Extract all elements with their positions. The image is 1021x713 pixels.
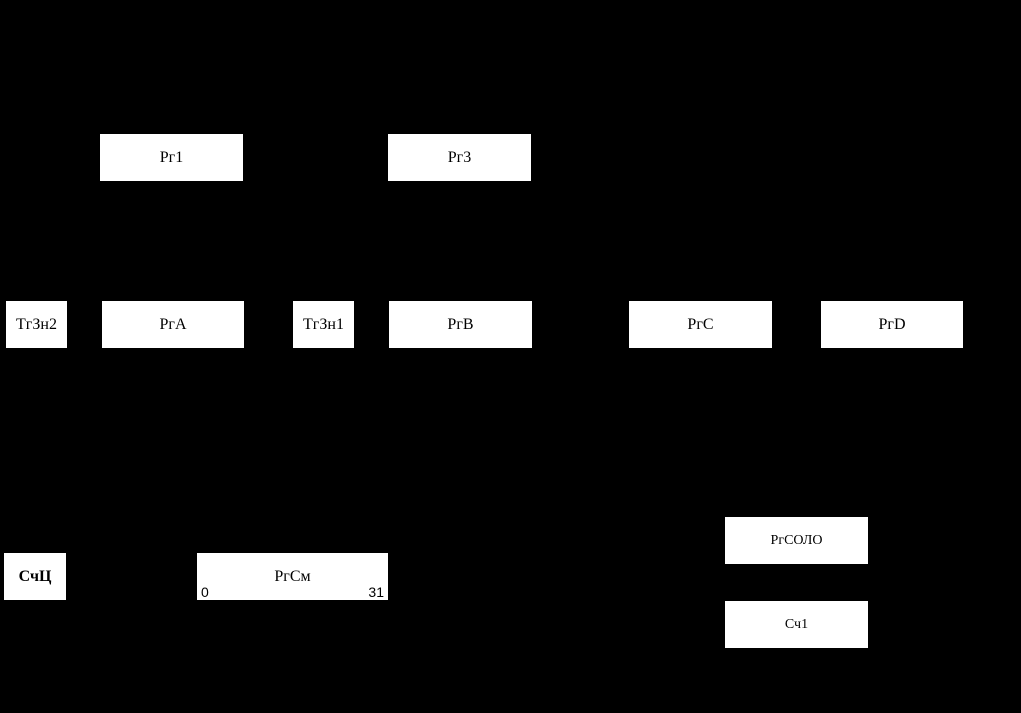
trigger-trz1-block: ТгЗн1 [293, 301, 354, 348]
counter-sch1-block: Сч1 [725, 601, 868, 648]
register-prc-label: РгC [687, 315, 714, 333]
register-prc-block: РгC [629, 301, 772, 348]
counter-sch-label: СчЦ [18, 567, 52, 585]
register-pr1-block: Рг1 [100, 134, 243, 181]
register-prsm-bit-low: 0 [201, 584, 209, 600]
register-pra-block: РгA [102, 301, 244, 348]
register-pr1-label: Рг1 [159, 148, 184, 166]
register-pr3-block: Рг3 [388, 134, 531, 181]
register-prsolo-block: РгСОЛО [725, 517, 868, 564]
trigger-trz1-label: ТгЗн1 [303, 315, 344, 333]
trigger-trz2-label: ТгЗн2 [16, 315, 57, 333]
register-prd-label: РгD [878, 315, 906, 333]
counter-sch-block: СчЦ [4, 553, 66, 600]
register-prb-block: РгB [389, 301, 532, 348]
register-prsolo-label: РгСОЛО [770, 532, 823, 548]
register-pra-label: РгA [159, 315, 187, 333]
register-prb-label: РгB [447, 315, 474, 333]
register-prd-block: РгD [821, 301, 963, 348]
trigger-trz2-block: ТгЗн2 [6, 301, 67, 348]
register-pr3-label: Рг3 [447, 148, 472, 166]
register-prsm-block: РгСм 0 31 [197, 553, 388, 600]
register-prsm-label: РгСм [274, 568, 311, 585]
register-prsm-bit-high: 31 [368, 584, 384, 600]
counter-sch1-label: Сч1 [784, 616, 809, 632]
